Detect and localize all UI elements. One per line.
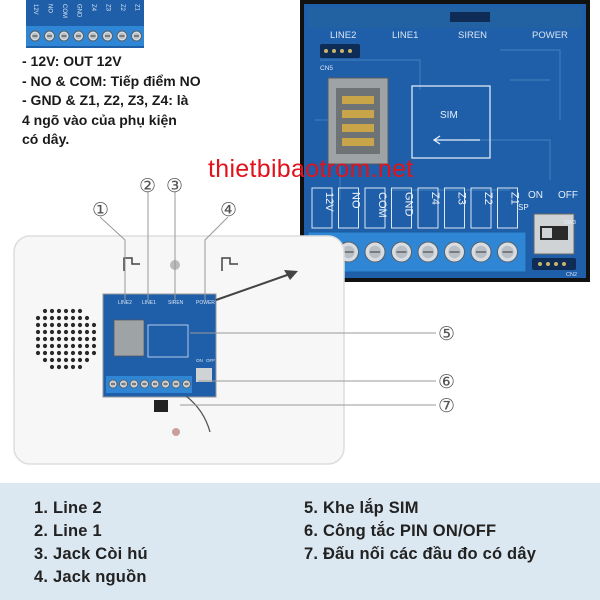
zoom-terminal-label: COM <box>376 192 388 218</box>
zoom-sp-label: SP <box>518 203 529 212</box>
strip-screw <box>58 30 70 42</box>
callout-1: ① <box>92 200 109 221</box>
callout-3: ③ <box>166 176 183 197</box>
zoom-cn2-label: CN2 <box>566 272 577 278</box>
zoom-terminal-label: NO <box>350 192 362 209</box>
callout-4: ④ <box>220 200 237 221</box>
pcb-zoom-photo: LINE2 LINE1 SIREN POWER CN5 SIM 12V NO COM… <box>300 0 590 282</box>
strip-screw <box>44 30 55 42</box>
device-illustration: LINE2 LINE1 SIREN POWER ON OFF ① ② ③ ④ ⑤… <box>13 176 455 465</box>
zoom-terminal-screw <box>391 241 412 263</box>
zoom-terminal-label: GND <box>403 192 415 217</box>
strip-label: Z4 <box>90 4 96 12</box>
wiring-notes: - 12V: OUT 12V - NO & COM: Tiếp điểm NO … <box>22 52 262 150</box>
zoom-terminal-label: Z2 <box>482 192 494 205</box>
legend-item-6: 6. Công tắc PIN ON/OFF <box>304 522 497 540</box>
zoom-terminal-label: Z4 <box>429 192 441 205</box>
top-terminal-strip: 12V NO COM GND Z4 Z3 Z2 Z1 <box>26 0 144 48</box>
strip-screw <box>87 30 99 42</box>
zoom-terminal-label: Z3 <box>456 192 468 205</box>
device-label-power: POWER <box>196 300 215 306</box>
zoom-sw-code: SW3 <box>564 220 576 226</box>
legend-item-1: 1. Line 2 <box>34 499 102 517</box>
device-switch-on: ON <box>196 358 203 363</box>
strip-screw <box>131 30 142 42</box>
device-terminal-screw <box>140 379 149 389</box>
strip-label: NO <box>47 4 53 13</box>
strip-label: COM <box>61 4 67 18</box>
zoom-label-line2: LINE2 <box>330 30 356 41</box>
zoom-terminal-label: Z1 <box>509 192 521 205</box>
strip-label: 12V <box>32 4 38 15</box>
zoom-terminal-label: 12V <box>323 192 335 212</box>
device-switch-off: OFF <box>206 358 215 363</box>
zoom-switch-on: ON <box>528 190 543 201</box>
strip-screw <box>116 30 128 42</box>
strip-screw <box>29 30 41 42</box>
zoom-switch-off: OFF <box>558 190 578 201</box>
note-line-4: 4 ngõ vào của phụ kiện <box>22 111 177 128</box>
strip-label: Z2 <box>119 4 125 12</box>
device-terminal-screw <box>119 379 128 389</box>
callout-7: ⑦ <box>438 396 455 417</box>
strip-label: Z1 <box>134 4 140 12</box>
zoom-label-power: POWER <box>532 30 568 41</box>
legend-item-4: 4. Jack nguồn <box>34 568 147 586</box>
device-terminal-screw <box>150 379 160 389</box>
site-watermark: thietbibaotrom.net <box>208 155 414 183</box>
note-line-5: có dây. <box>22 131 70 147</box>
zoom-terminal-screw <box>364 241 386 263</box>
zoom-terminal-screw <box>417 241 439 263</box>
zoom-terminal-screw <box>497 241 518 263</box>
callout-6: ⑥ <box>438 372 455 393</box>
device-label-siren: SIREN <box>168 300 184 306</box>
note-line-3: - GND & Z1, Z2, Z3, Z4: là <box>22 92 189 108</box>
device-terminal-screw <box>182 379 191 389</box>
legend-item-5: 5. Khe lắp SIM <box>304 499 419 517</box>
note-line-1: - 12V: OUT 12V <box>22 53 122 69</box>
device-label-line1: LINE1 <box>142 300 156 306</box>
strip-screw <box>73 30 84 42</box>
device-label-line2: LINE2 <box>118 300 132 306</box>
device-terminal-screw <box>171 379 181 389</box>
legend-item-2: 2. Line 1 <box>34 522 102 540</box>
legend-panel: 1. Line 2 2. Line 1 3. Jack Còi hú 4. Ja… <box>0 483 600 600</box>
device-terminal-screw <box>129 379 139 389</box>
device-terminal-screw <box>161 379 170 389</box>
strip-label: Z3 <box>105 4 111 12</box>
note-line-2: - NO & COM: Tiếp điểm NO <box>22 72 201 89</box>
zoom-terminal-screw <box>444 241 465 263</box>
strip-screw <box>102 30 113 42</box>
callout-2: ② <box>139 176 156 197</box>
callout-5: ⑤ <box>438 324 455 345</box>
zoom-label-cn5: CN5 <box>320 65 333 72</box>
zoom-sim-label: SIM <box>440 110 458 121</box>
zoom-label-line1: LINE1 <box>392 30 418 41</box>
zoom-label-siren: SIREN <box>458 30 487 41</box>
device-terminal-screw <box>108 379 118 389</box>
legend-item-3: 3. Jack Còi hú <box>34 545 148 563</box>
legend-item-7: 7. Đấu nối các đầu đo có dây <box>304 545 537 563</box>
strip-label: GND <box>76 4 82 18</box>
zoom-terminal-screw <box>470 241 492 263</box>
